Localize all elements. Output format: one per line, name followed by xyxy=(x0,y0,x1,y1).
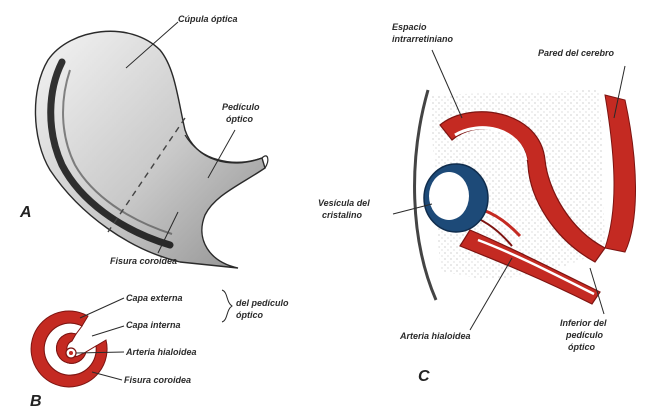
label-arteria-hialoidea-b: Arteria hialoidea xyxy=(126,347,197,358)
label-copula-optica: Cúpula óptica xyxy=(178,14,238,25)
label-capa-interna: Capa interna xyxy=(126,320,181,331)
label-vesicula-2: cristalino xyxy=(322,210,362,221)
label-pared-cerebro: Pared del cerebro xyxy=(538,48,614,59)
panel-letter-a: A xyxy=(20,204,32,222)
label-arteria-hialoidea-c: Arteria hialoidea xyxy=(400,331,471,342)
section-c-drawing xyxy=(415,90,636,304)
panel-letter-c: C xyxy=(418,368,430,386)
label-del-pediculo-1: del pedículo xyxy=(236,298,289,309)
optic-cup-drawing xyxy=(35,31,267,268)
label-pediculo-optico-2: óptico xyxy=(226,114,253,125)
label-del-pediculo-2: óptico xyxy=(236,310,263,321)
label-espacio-1: Espacio xyxy=(392,22,427,33)
label-vesicula-1: Vesícula del xyxy=(318,198,370,209)
label-inferior-2: pedículo xyxy=(566,330,603,341)
stalk-cross-section xyxy=(31,311,107,387)
label-inferior-3: óptico xyxy=(568,342,595,353)
label-espacio-2: intrarretiniano xyxy=(392,34,453,45)
label-pediculo-optico-1: Pedículo xyxy=(222,102,260,113)
label-capa-externa: Capa externa xyxy=(126,293,183,304)
label-inferior-1: Inferior del xyxy=(560,318,607,329)
label-fisura-coroidea-b: Fisura coroidea xyxy=(124,375,191,386)
panel-letter-b: B xyxy=(30,393,42,411)
label-fisura-coroidea-a: Fisura coroidea xyxy=(110,256,177,267)
